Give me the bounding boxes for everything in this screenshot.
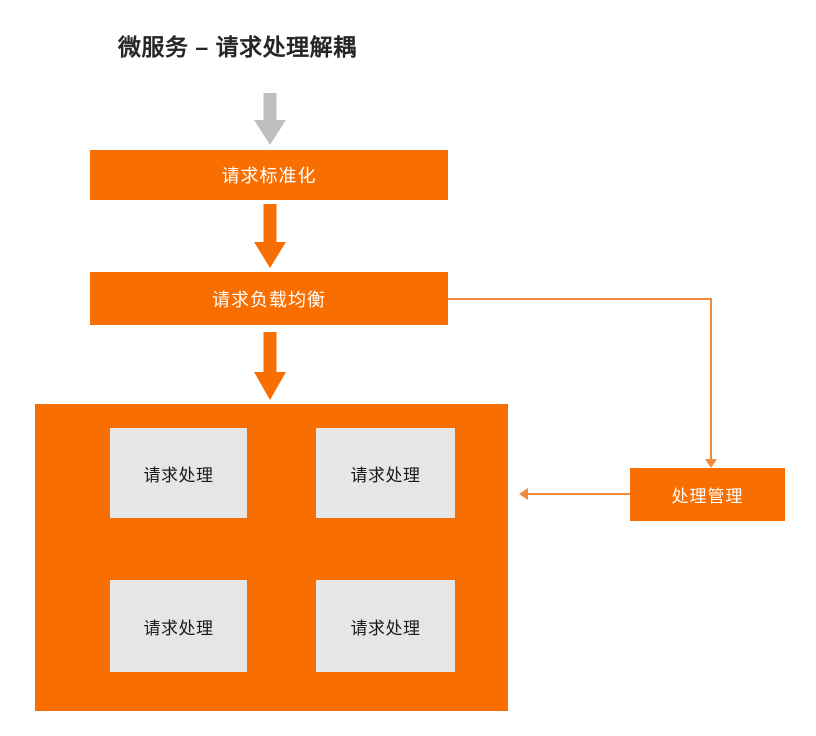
arrow-head — [254, 372, 286, 400]
node-label: 处理管理 — [671, 487, 744, 506]
arrow-shaft — [263, 204, 277, 242]
worker-box[interactable]: 请求处理 — [316, 428, 455, 518]
node-request-load-balancing[interactable]: 请求负载均衡 — [90, 272, 448, 325]
worker-box[interactable]: 请求处理 — [110, 580, 247, 672]
arrow-shaft — [263, 332, 277, 372]
loadbalance-to-manage-arrow-head-icon — [705, 459, 717, 468]
arrow-shaft — [263, 93, 277, 121]
node-label: 请求标准化 — [221, 166, 317, 186]
loadbalance-to-manage-vertical-line — [710, 298, 712, 461]
worker-label: 请求处理 — [350, 618, 421, 638]
arrow-head — [254, 242, 286, 268]
worker-box[interactable]: 请求处理 — [316, 580, 455, 672]
worker-label: 请求处理 — [143, 465, 214, 485]
standardize-to-loadbalance-arrow-icon — [254, 204, 286, 268]
intro-down-arrow-icon — [254, 93, 286, 145]
manage-to-workers-line — [528, 493, 630, 495]
node-request-standardization[interactable]: 请求标准化 — [90, 150, 448, 200]
loadbalance-to-manage-horizontal-line — [448, 298, 712, 300]
worker-label: 请求处理 — [143, 618, 214, 638]
worker-box[interactable]: 请求处理 — [110, 428, 247, 518]
node-label: 请求负载均衡 — [212, 289, 326, 310]
arrow-head — [254, 120, 286, 145]
page-title: 微服务 – 请求处理解耦 — [118, 34, 357, 60]
node-processing-management[interactable]: 处理管理 — [630, 468, 785, 521]
worker-label: 请求处理 — [350, 465, 421, 485]
manage-to-workers-arrow-head-icon — [519, 488, 528, 500]
loadbalance-to-workers-arrow-icon — [254, 332, 286, 400]
